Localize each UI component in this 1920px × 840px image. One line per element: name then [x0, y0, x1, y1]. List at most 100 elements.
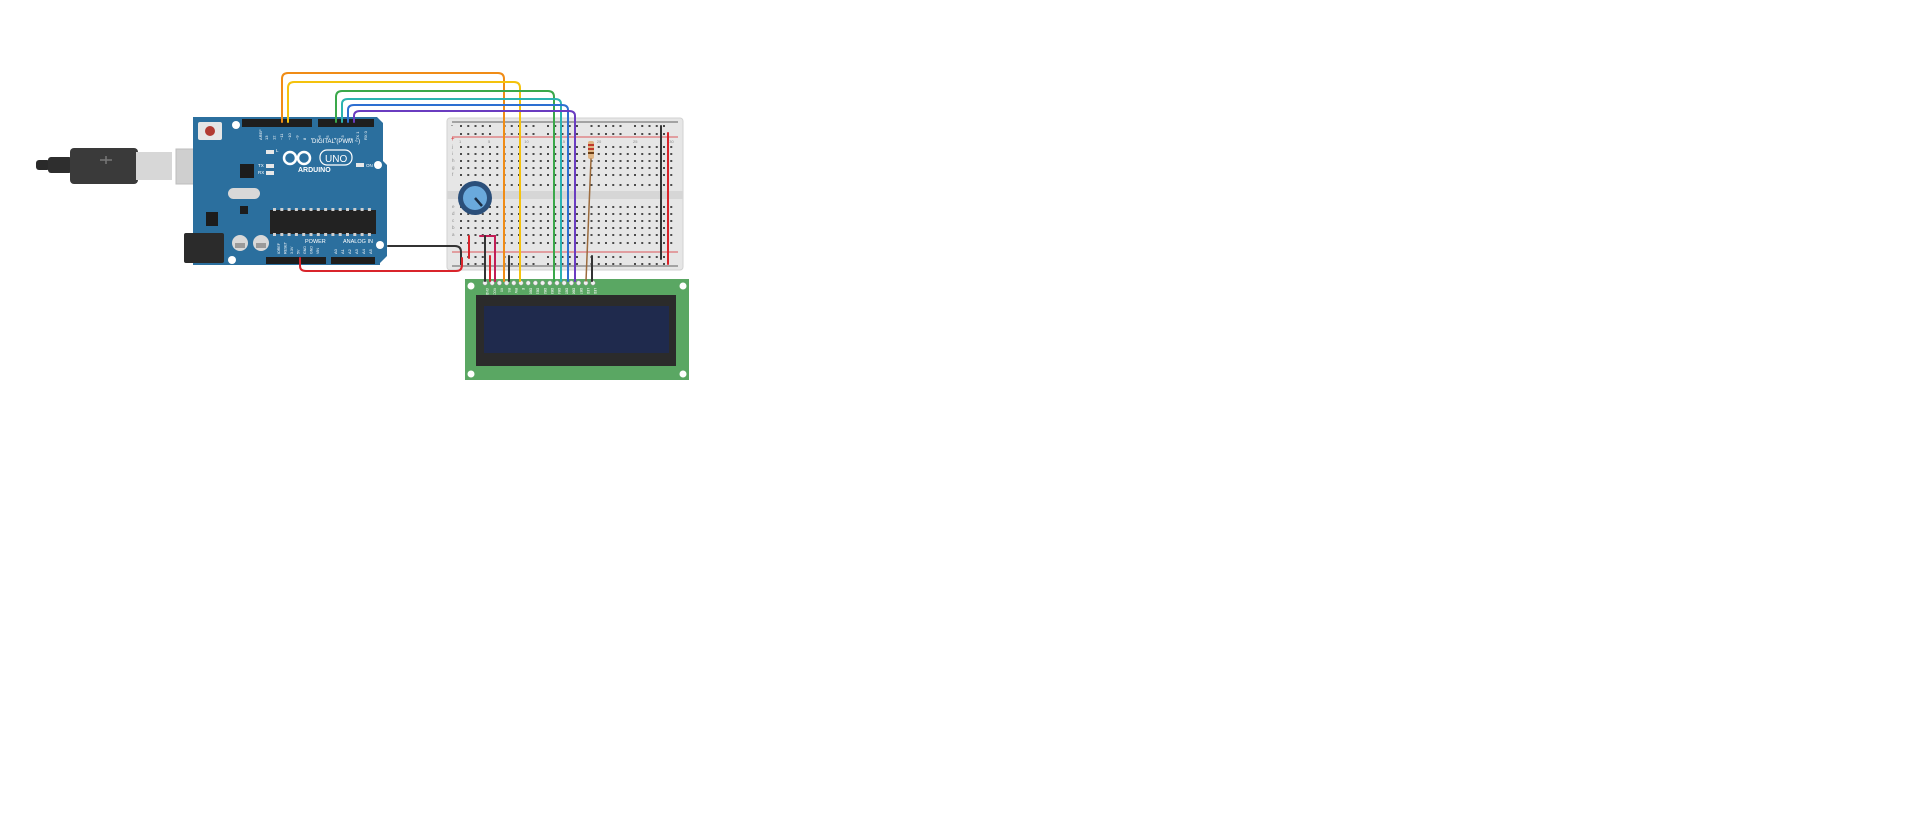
breadboard-hole[interactable] [474, 227, 477, 229]
breadboard-hole[interactable] [539, 220, 542, 222]
breadboard-hole[interactable] [481, 125, 484, 127]
wire-red-5v[interactable] [299, 257, 463, 272]
breadboard-hole[interactable] [561, 213, 564, 215]
breadboard-hole[interactable] [561, 160, 564, 162]
breadboard-hole[interactable] [481, 263, 484, 265]
breadboard-hole[interactable] [510, 125, 513, 127]
breadboard-hole[interactable] [525, 263, 528, 265]
breadboard-hole[interactable] [474, 256, 477, 258]
breadboard-hole[interactable] [460, 174, 462, 176]
breadboard-hole[interactable] [597, 133, 600, 135]
breadboard-hole[interactable] [612, 146, 615, 148]
breadboard-hole[interactable] [663, 125, 665, 127]
breadboard-hole[interactable] [590, 184, 593, 186]
breadboard-hole[interactable] [655, 174, 658, 176]
breadboard-hole[interactable] [467, 133, 470, 135]
breadboard-hole[interactable] [597, 256, 600, 258]
breadboard-hole[interactable] [605, 242, 607, 244]
breadboard-hole[interactable] [641, 146, 644, 148]
wires[interactable] [281, 72, 669, 282]
breadboard-hole[interactable] [612, 160, 615, 162]
breadboard-hole[interactable] [670, 213, 673, 215]
wire-teal[interactable] [341, 98, 562, 282]
breadboard-hole[interactable] [655, 213, 658, 215]
breadboard-hole[interactable] [576, 256, 578, 258]
breadboard-hole[interactable] [539, 242, 542, 244]
breadboard-hole[interactable] [554, 213, 557, 215]
breadboard-hole[interactable] [554, 153, 557, 155]
breadboard-hole[interactable] [597, 167, 600, 169]
breadboard-hole[interactable] [634, 234, 636, 236]
breadboard-hole[interactable] [655, 133, 658, 135]
breadboard-hole[interactable] [663, 167, 665, 169]
breadboard-hole[interactable] [626, 227, 629, 229]
breadboard-hole[interactable] [655, 256, 658, 258]
breadboard-hole[interactable] [554, 242, 557, 244]
wire-green[interactable] [335, 90, 555, 282]
breadboard-hole[interactable] [489, 174, 491, 176]
breadboard-hole[interactable] [554, 206, 557, 208]
breadboard-hole[interactable] [532, 220, 535, 222]
breadboard-hole[interactable] [547, 227, 549, 229]
breadboard-hole[interactable] [554, 133, 557, 135]
breadboard-hole[interactable] [554, 227, 557, 229]
breadboard-hole[interactable] [460, 234, 462, 236]
breadboard-hole[interactable] [648, 160, 651, 162]
breadboard-hole[interactable] [467, 125, 470, 127]
breadboard-hole[interactable] [460, 184, 462, 186]
breadboard-hole[interactable] [583, 153, 586, 155]
breadboard-hole[interactable] [619, 146, 622, 148]
breadboard-hole[interactable] [641, 256, 644, 258]
lcd-pin[interactable] [511, 280, 517, 286]
breadboard-hole[interactable] [626, 153, 629, 155]
potentiometer[interactable] [458, 181, 492, 215]
breadboard-hole[interactable] [590, 167, 593, 169]
breadboard-hole[interactable] [496, 153, 499, 155]
breadboard-hole[interactable] [481, 146, 484, 148]
breadboard-hole[interactable] [648, 206, 651, 208]
breadboard-hole[interactable] [590, 227, 593, 229]
breadboard-hole[interactable] [525, 153, 528, 155]
wire-purple[interactable] [353, 110, 576, 282]
breadboard-hole[interactable] [489, 206, 491, 208]
breadboard-hole[interactable] [597, 213, 600, 215]
breadboard-hole[interactable] [532, 174, 535, 176]
breadboard-hole[interactable] [634, 146, 636, 148]
breadboard-hole[interactable] [532, 184, 535, 186]
breadboard-hole[interactable] [597, 174, 600, 176]
breadboard-hole[interactable] [641, 184, 644, 186]
breadboard-hole[interactable] [663, 153, 665, 155]
breadboard-hole[interactable] [670, 242, 673, 244]
breadboard-hole[interactable] [619, 227, 622, 229]
breadboard-hole[interactable] [496, 213, 499, 215]
breadboard-hole[interactable] [641, 242, 644, 244]
breadboard-hole[interactable] [467, 160, 470, 162]
breadboard-hole[interactable] [576, 174, 578, 176]
breadboard-hole[interactable] [663, 242, 665, 244]
breadboard-hole[interactable] [626, 206, 629, 208]
breadboard-hole[interactable] [605, 206, 607, 208]
breadboard-hole[interactable] [510, 146, 513, 148]
breadboard-hole[interactable] [568, 234, 571, 236]
breadboard-hole[interactable] [554, 146, 557, 148]
breadboard-hole[interactable] [568, 133, 571, 135]
breadboard-hole[interactable] [496, 160, 499, 162]
breadboard-hole[interactable] [583, 174, 586, 176]
breadboard-hole[interactable] [532, 133, 535, 135]
breadboard-hole[interactable] [663, 146, 665, 148]
breadboard-hole[interactable] [510, 184, 513, 186]
breadboard-hole[interactable] [561, 263, 564, 265]
breadboard-hole[interactable] [648, 242, 651, 244]
breadboard-hole[interactable] [532, 160, 535, 162]
breadboard-hole[interactable] [583, 167, 586, 169]
breadboard-hole[interactable] [460, 125, 462, 127]
breadboard-hole[interactable] [467, 263, 470, 265]
breadboard-hole[interactable] [634, 133, 636, 135]
breadboard-hole[interactable] [481, 242, 484, 244]
breadboard-hole[interactable] [547, 160, 549, 162]
breadboard-hole[interactable] [619, 153, 622, 155]
lcd-pin[interactable] [489, 280, 495, 286]
breadboard-hole[interactable] [467, 227, 470, 229]
breadboard-hole[interactable] [474, 153, 477, 155]
